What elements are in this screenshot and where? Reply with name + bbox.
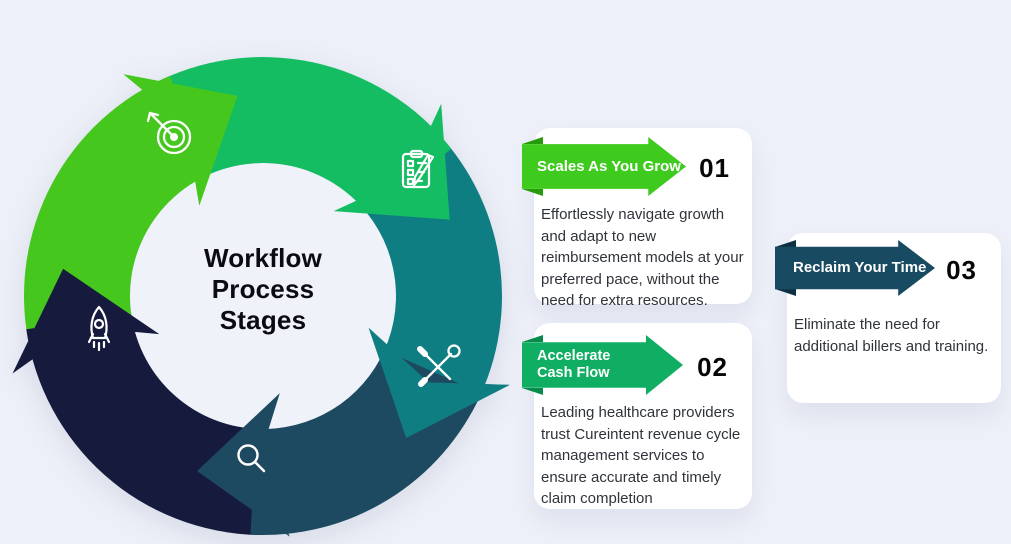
step-description: Eliminate the need for additional biller…: [794, 316, 989, 355]
ribbon-fold-top: [522, 335, 543, 342]
right-arrow-banner: [775, 240, 935, 296]
right-arrow-banner: [522, 335, 683, 395]
step-number: 02: [697, 352, 728, 382]
clipboard-checklist-icon: [401, 149, 435, 189]
rocket-icon: [87, 305, 111, 352]
step-title: Accelerate Cash Flow: [537, 347, 611, 381]
diagram-title-line: Process: [211, 274, 315, 304]
diagram-title-line: Stages: [219, 305, 307, 335]
cycle-arrow-navy: [12, 268, 261, 535]
diagram-title-line: Workflow: [203, 243, 323, 273]
search-icon: [237, 444, 266, 473]
diagram-title: Workflow Process Stages: [163, 243, 363, 336]
step-number: 01: [699, 153, 730, 183]
ribbon-fold-top: [522, 137, 543, 144]
page-bottom-strip: [0, 544, 1011, 555]
step-description: Effortlessly navigate growth and adapt t…: [541, 206, 744, 309]
step-card-2: Accelerate Cash Flow 02 Leading healthca…: [522, 323, 752, 509]
wrench-screwdriver-icon: [417, 344, 461, 387]
cycle-arrow-teal-head: [368, 327, 510, 438]
ribbon-fold-bottom: [775, 289, 796, 296]
step-arrow-ribbon: Accelerate Cash Flow: [522, 335, 683, 395]
step-description: Leading healthcare providers trust Curei…: [541, 404, 741, 507]
target-icon: [146, 111, 192, 155]
step-title: Reclaim Your Time: [793, 259, 927, 277]
ribbon-fold-bottom: [522, 388, 543, 395]
cycle-inner-circle: [130, 163, 396, 429]
step-number: 03: [946, 255, 977, 285]
ribbon-fold-top: [775, 240, 796, 247]
step-card-3: Reclaim Your Time 03 Eliminate the need …: [775, 233, 1001, 403]
step-arrow-ribbon: Scales As You Grow: [522, 137, 686, 196]
step-arrow-ribbon: Reclaim Your Time: [775, 240, 935, 296]
right-arrow-banner: [522, 137, 686, 196]
step-title: Scales As You Grow: [537, 157, 681, 175]
ribbon-fold-bottom: [522, 189, 543, 196]
step-card-1: Scales As You Grow 01 Effortlessly navig…: [522, 128, 752, 309]
